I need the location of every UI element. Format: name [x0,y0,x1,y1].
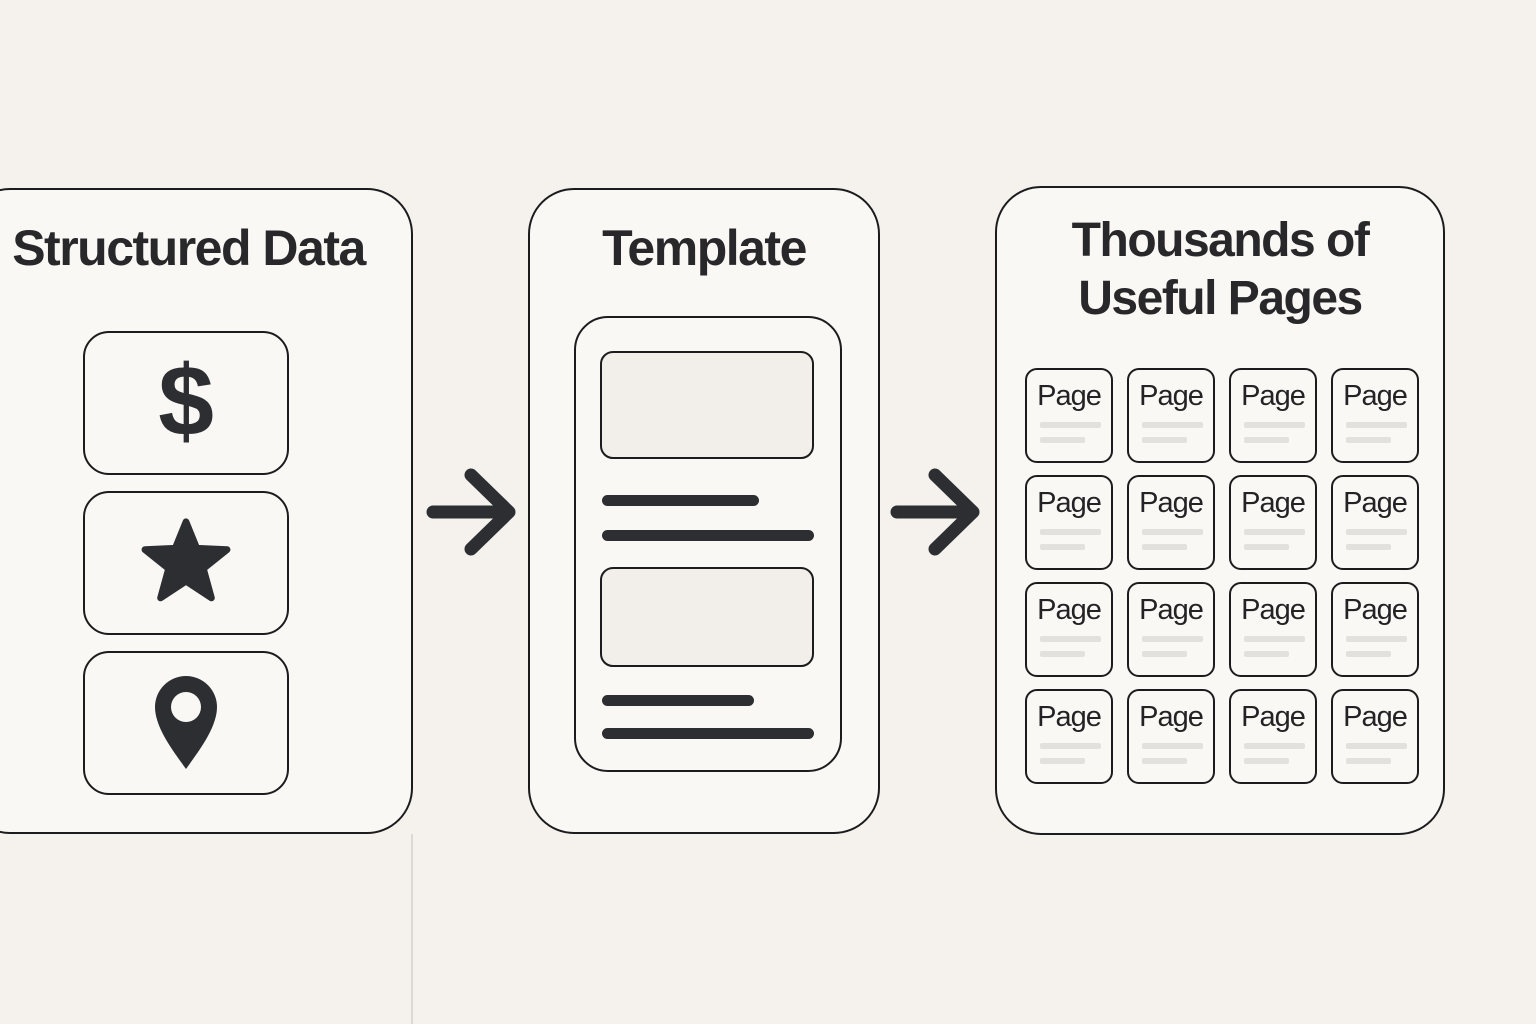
card-text-line [1040,651,1085,657]
card-text-line [1244,529,1305,535]
card-text-line [1346,743,1407,749]
page-card-label: Page [1343,487,1408,519]
page-card-label: Page [1139,487,1204,519]
text-line [602,530,814,541]
card-text-line [1244,422,1305,428]
pages-title-line2: Useful Pages [1078,272,1363,325]
page-card-label: Page [1037,380,1102,412]
text-line [602,495,759,506]
text-line [602,695,754,706]
card-text-line [1244,437,1289,443]
card-text-line [1142,544,1187,550]
page-card: Page [1229,582,1317,677]
card-text-line [1244,636,1305,642]
panel-thousands-of-useful-pages: Thousands of Useful Pages Page Page Page… [995,186,1445,835]
page-card: Page [1331,475,1419,570]
card-text-line [1142,651,1187,657]
page-card: Page [1127,368,1215,463]
arrow-right-icon [890,468,980,556]
card-text-line [1244,544,1289,550]
card-text-line [1040,422,1101,428]
card-text-line [1142,529,1203,535]
card-text-line [1346,544,1391,550]
page-card-label: Page [1139,701,1204,733]
card-text-line [1142,437,1187,443]
card-text-line [1040,636,1101,642]
card-text-line [1346,651,1391,657]
page-card: Page [1229,368,1317,463]
page-card: Page [1229,475,1317,570]
page-card-label: Page [1241,594,1306,626]
card-text-line [1346,437,1391,443]
vertical-divider-line [411,834,413,1024]
data-item-rating-box [83,491,289,635]
location-pin-icon [155,676,217,769]
card-text-line [1346,758,1391,764]
panel-structured-data: Structured Data $ [0,188,413,834]
card-text-line [1346,529,1407,535]
page-grid: Page Page Page Page Page Page Page Page [1025,368,1419,784]
page-card: Page [1229,689,1317,784]
page-card: Page [1127,689,1215,784]
card-text-line [1040,544,1085,550]
card-text-line [1040,758,1085,764]
card-text-line [1244,651,1289,657]
text-line [602,728,814,739]
card-text-line [1142,636,1203,642]
card-text-line [1040,529,1101,535]
star-icon [141,518,231,602]
card-text-line [1244,758,1289,764]
page-card-label: Page [1343,594,1408,626]
arrow-right-icon [426,468,516,556]
data-item-location-box [83,651,289,795]
page-card: Page [1025,368,1113,463]
page-card-label: Page [1139,594,1204,626]
card-text-line [1040,437,1085,443]
card-text-line [1142,743,1203,749]
page-card-label: Page [1343,380,1408,412]
panel-template: Template [528,188,880,834]
page-card-label: Page [1037,701,1102,733]
structured-data-title: Structured Data [12,220,366,276]
dollar-icon: $ [158,345,214,457]
page-card: Page [1025,689,1113,784]
image-placeholder [600,567,814,667]
pages-title-line1: Thousands of [1071,214,1370,267]
page-card: Page [1025,475,1113,570]
page-card-label: Page [1037,594,1102,626]
pages-title: Thousands of Useful Pages [997,212,1443,328]
card-text-line [1346,422,1407,428]
template-wireframe [574,316,842,772]
page-card-label: Page [1139,380,1204,412]
card-text-line [1244,743,1305,749]
page-card-label: Page [1241,701,1306,733]
page-card-label: Page [1241,380,1306,412]
page-card-label: Page [1037,487,1102,519]
image-placeholder [600,351,814,459]
page-card: Page [1331,368,1419,463]
page-card: Page [1025,582,1113,677]
page-card: Page [1127,475,1215,570]
page-card-label: Page [1343,701,1408,733]
card-text-line [1142,422,1203,428]
card-text-line [1142,758,1187,764]
page-card-label: Page [1241,487,1306,519]
page-card: Page [1331,582,1419,677]
card-text-line [1040,743,1101,749]
data-item-price-box: $ [83,331,289,475]
template-title: Template [602,220,807,276]
card-text-line [1346,636,1407,642]
page-card: Page [1331,689,1419,784]
page-card: Page [1127,582,1215,677]
